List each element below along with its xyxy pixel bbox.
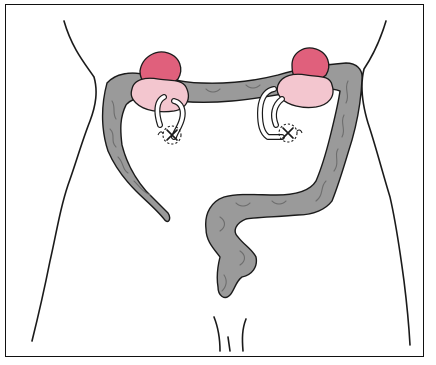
torso-left-edge <box>32 21 96 341</box>
leg-left-edge <box>214 317 220 351</box>
crotch-line <box>228 337 230 351</box>
leg-right-edge <box>242 319 246 351</box>
right-kidney-lower <box>277 74 333 107</box>
anatomy-diagram <box>6 5 424 357</box>
torso-right-edge <box>362 21 410 345</box>
left-graft-tick <box>158 132 163 135</box>
right-kidney <box>277 48 333 108</box>
right-graft-tick <box>297 130 302 133</box>
right-graft-x-icon <box>283 128 293 138</box>
diagram-frame <box>5 4 424 357</box>
